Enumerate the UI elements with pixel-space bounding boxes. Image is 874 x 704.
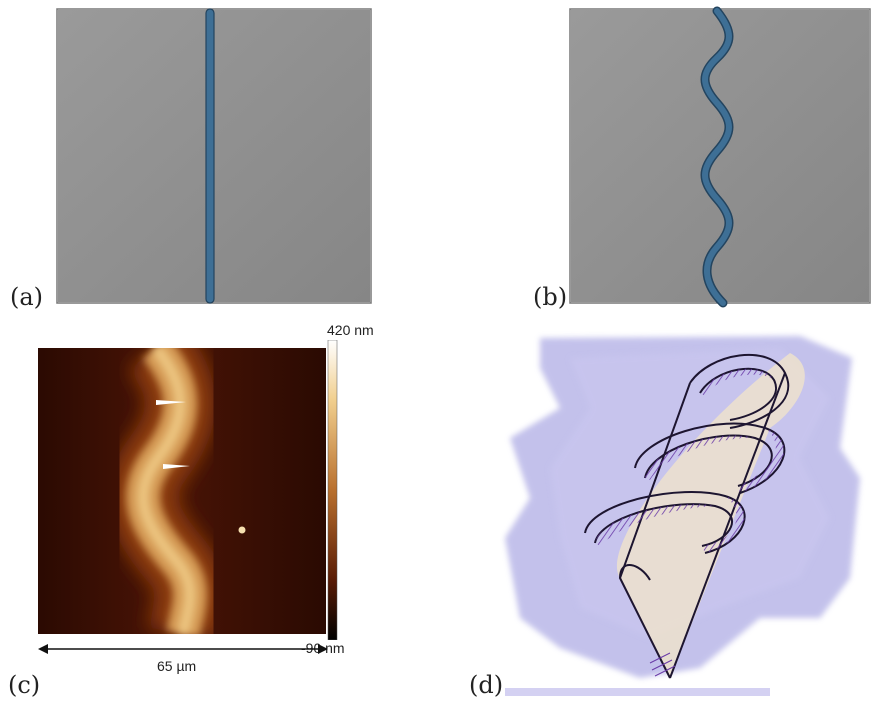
cone-body (616, 353, 805, 678)
panel-b-wavy-fiber (569, 6, 871, 308)
scale-bar-label: 65 µm (157, 658, 197, 674)
wavy-fiber (702, 8, 732, 306)
artifact-spike (163, 464, 190, 469)
scale-bar (38, 644, 328, 654)
straight-fiber (205, 8, 215, 304)
panel-b-label: (b) (533, 283, 568, 311)
panel-c-colorbar (327, 340, 338, 640)
panel-d-label: (d) (469, 671, 504, 699)
panel-a-label: (a) (10, 283, 44, 311)
debris-particle (238, 526, 246, 534)
panel-d-helix-sketch (505, 336, 860, 696)
panel-c-label: (c) (8, 671, 41, 699)
colorbar-max-label: 420 nm (327, 322, 374, 338)
artifact-spike (156, 400, 186, 405)
panel-a-straight-fiber (56, 8, 372, 304)
panel-c-afm-map (38, 348, 326, 634)
